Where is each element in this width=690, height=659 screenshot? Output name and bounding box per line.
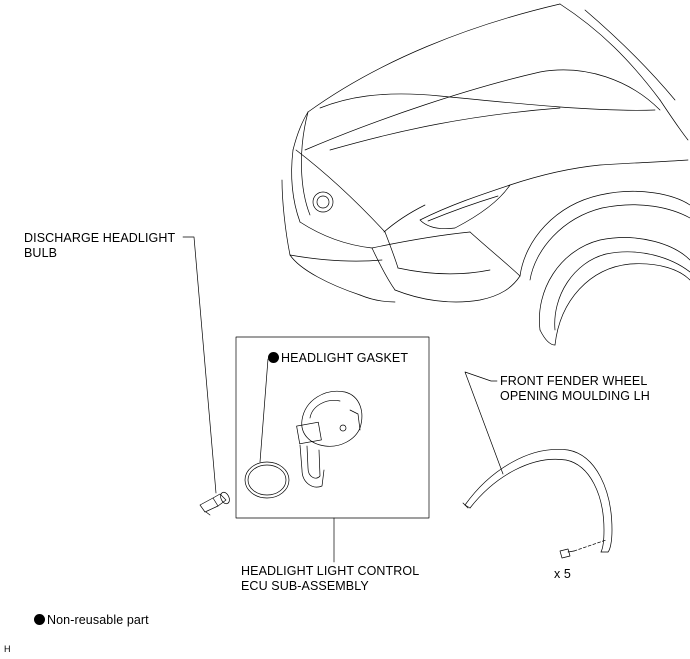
discharge-bulb-label-line2: BULB bbox=[24, 246, 58, 260]
fender-moulding-illustration bbox=[462, 449, 613, 553]
fender-moulding-label: FRONT FENDER WHEEL OPENING MOULDING LH bbox=[500, 374, 650, 404]
discharge-headlight-bulb-illustration bbox=[199, 491, 230, 516]
ecu-assembly-frame bbox=[235, 336, 430, 519]
discharge-bulb-label-line1: DISCHARGE HEADLIGHT bbox=[24, 231, 176, 245]
legend: Non-reusable part bbox=[34, 613, 149, 628]
legend-text: Non-reusable part bbox=[47, 613, 149, 627]
moulding-leader-line bbox=[464, 371, 504, 475]
ecu-label-line2: ECU SUB-ASSEMBLY bbox=[241, 579, 369, 593]
bulb-leader-line bbox=[182, 236, 217, 494]
ecu-label: HEADLIGHT LIGHT CONTROL ECU SUB-ASSEMBLY bbox=[241, 564, 419, 594]
headlight-gasket-label: HEADLIGHT GASKET bbox=[268, 351, 408, 366]
non-reusable-dot-icon bbox=[268, 352, 279, 363]
gasket-leader-line bbox=[259, 358, 269, 463]
headlight-gasket-ring bbox=[244, 461, 290, 499]
discharge-bulb-label: DISCHARGE HEADLIGHT BULB bbox=[24, 231, 175, 261]
clip-guide-line bbox=[573, 539, 607, 552]
clip-illustration bbox=[559, 548, 575, 559]
legend-dot-icon bbox=[34, 614, 45, 625]
headlight-gasket-label-text: HEADLIGHT GASKET bbox=[281, 351, 409, 365]
ecu-label-line1: HEADLIGHT LIGHT CONTROL bbox=[241, 564, 420, 578]
vehicle-front-illustration bbox=[281, 3, 690, 346]
fender-moulding-label-line2: OPENING MOULDING LH bbox=[500, 389, 650, 403]
clip-quantity-label: x 5 bbox=[554, 567, 571, 581]
ecu-module-illustration bbox=[296, 390, 363, 488]
fender-moulding-label-line1: FRONT FENDER WHEEL bbox=[500, 374, 648, 388]
corner-code: H bbox=[4, 644, 11, 654]
